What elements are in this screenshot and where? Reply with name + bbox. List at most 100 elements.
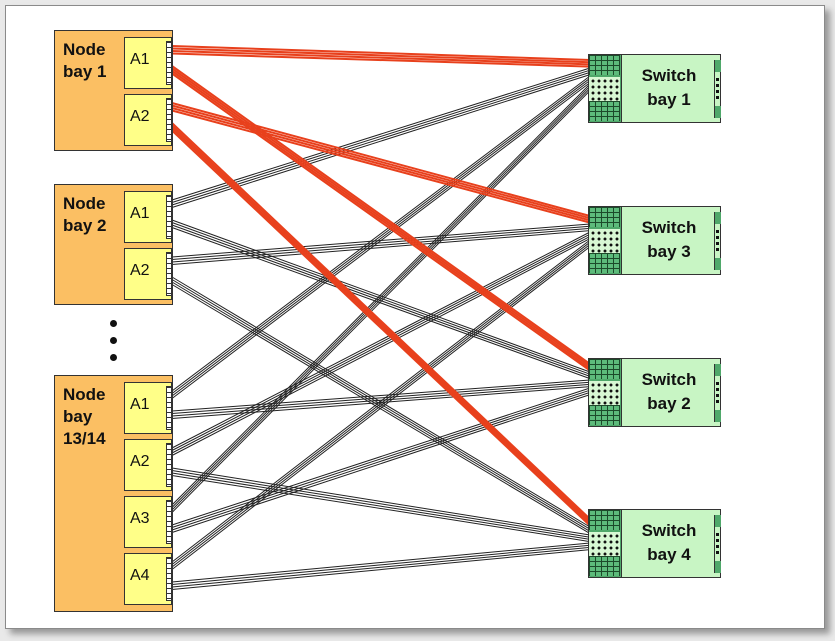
cable-line: [171, 90, 591, 513]
cable-line: [171, 219, 591, 373]
cable-line: [171, 67, 591, 201]
switch-side-ports: [714, 212, 721, 270]
cable-bundle: [171, 379, 591, 419]
switch-side-ports: [714, 364, 721, 422]
cable-bundle: [171, 239, 591, 570]
switch-bay-4: Switch bay 4: [588, 509, 721, 578]
highlighted-cable-bundle: [171, 45, 591, 68]
cable-line: [171, 281, 591, 532]
highlighted-cable-bundle: [171, 102, 591, 224]
cable-line: [171, 381, 591, 414]
cable-line: [171, 45, 591, 61]
adapter-label: A3: [130, 510, 150, 527]
cable-line: [171, 467, 591, 536]
cable-line: [171, 235, 591, 454]
cable-line: [171, 233, 591, 451]
adapter-label: A2: [130, 108, 150, 125]
cable-line: [171, 65, 591, 365]
cable-line: [171, 69, 591, 203]
port-strip: [166, 252, 172, 296]
cable-line: [171, 75, 591, 392]
switch-bay-1: Switch bay 1: [588, 54, 721, 123]
cable-line: [171, 50, 591, 66]
cable-line: [171, 224, 591, 377]
switch-side-ports: [714, 515, 721, 573]
cable-line: [171, 244, 591, 568]
cable-line: [171, 276, 591, 528]
cable-line: [171, 77, 591, 394]
cable-line: [171, 387, 591, 526]
switch-port-panel: [589, 510, 622, 577]
switch-port-block: [589, 55, 620, 75]
node-bay-1: Node bay 1 A1 A2: [54, 30, 173, 151]
cable-line: [171, 389, 591, 528]
switch-label: Switch bay 2: [641, 370, 697, 413]
cable-line: [171, 67, 591, 368]
cable-bundle: [171, 223, 591, 265]
switch-port-block: [589, 359, 620, 379]
switch-port-block: [589, 207, 620, 227]
cable-line: [171, 74, 591, 208]
cable-line: [171, 70, 591, 370]
cable-bundle: [171, 219, 591, 380]
port-strip: [166, 98, 172, 142]
adapter-a2: A2: [124, 248, 172, 300]
ellipsis-dot: [110, 337, 117, 344]
cable-line: [171, 475, 591, 543]
cable-line: [171, 546, 591, 588]
adapter-label: A2: [130, 453, 150, 470]
cable-line: [171, 127, 591, 525]
node-label: Node bay 13/14: [63, 385, 106, 448]
switch-port-panel: [589, 359, 622, 426]
cable-line: [171, 241, 591, 565]
adapter-label: A1: [130, 51, 150, 68]
cable-bundle: [171, 276, 591, 535]
adapter-label: A1: [130, 396, 150, 413]
cable-line: [171, 222, 591, 375]
port-strip: [166, 443, 172, 487]
switch-port-block: [589, 253, 620, 273]
adapter-a1: A1: [124, 37, 172, 89]
cable-line: [171, 394, 591, 533]
cable-bundle: [171, 467, 591, 543]
cable-bundle: [171, 83, 591, 513]
cable-line: [171, 231, 591, 449]
cable-bundle: [171, 542, 591, 590]
ellipsis-dot: [110, 320, 117, 327]
port-strip: [166, 41, 172, 85]
port-strip: [166, 195, 172, 239]
cable-line: [171, 83, 591, 506]
switch-port-dots: [589, 381, 620, 405]
switch-port-block: [589, 556, 620, 576]
ellipsis-dot: [110, 354, 117, 361]
cable-line: [171, 279, 591, 530]
cable-line: [171, 227, 591, 380]
cable-line: [171, 88, 591, 511]
cable-line: [171, 80, 591, 397]
switch-label: Switch bay 4: [641, 521, 697, 564]
cable-line: [171, 383, 591, 417]
cable-bundle: [171, 387, 591, 533]
adapter-a2: A2: [124, 439, 172, 491]
cable-bundle: [171, 75, 591, 399]
switch-bay-2: Switch bay 2: [588, 358, 721, 427]
cable-line: [171, 239, 591, 563]
cable-line: [171, 225, 591, 260]
cable-line: [171, 391, 591, 531]
cable-line: [171, 102, 591, 217]
highlighted-cable-bundle: [171, 122, 591, 527]
adapter-label: A4: [130, 567, 150, 584]
adapter-a2: A2: [124, 94, 172, 146]
adapter-a4: A4: [124, 553, 172, 605]
cable-line: [171, 470, 591, 538]
adapter-a1: A1: [124, 382, 172, 434]
cable-line: [171, 124, 591, 522]
cable-line: [171, 72, 591, 372]
switch-port-panel: [589, 55, 622, 122]
port-strip: [166, 500, 172, 544]
cable-line: [171, 246, 591, 570]
cable-line: [171, 52, 591, 68]
cable-line: [171, 107, 591, 222]
cable-bundle: [171, 231, 591, 456]
cable-line: [171, 122, 591, 520]
